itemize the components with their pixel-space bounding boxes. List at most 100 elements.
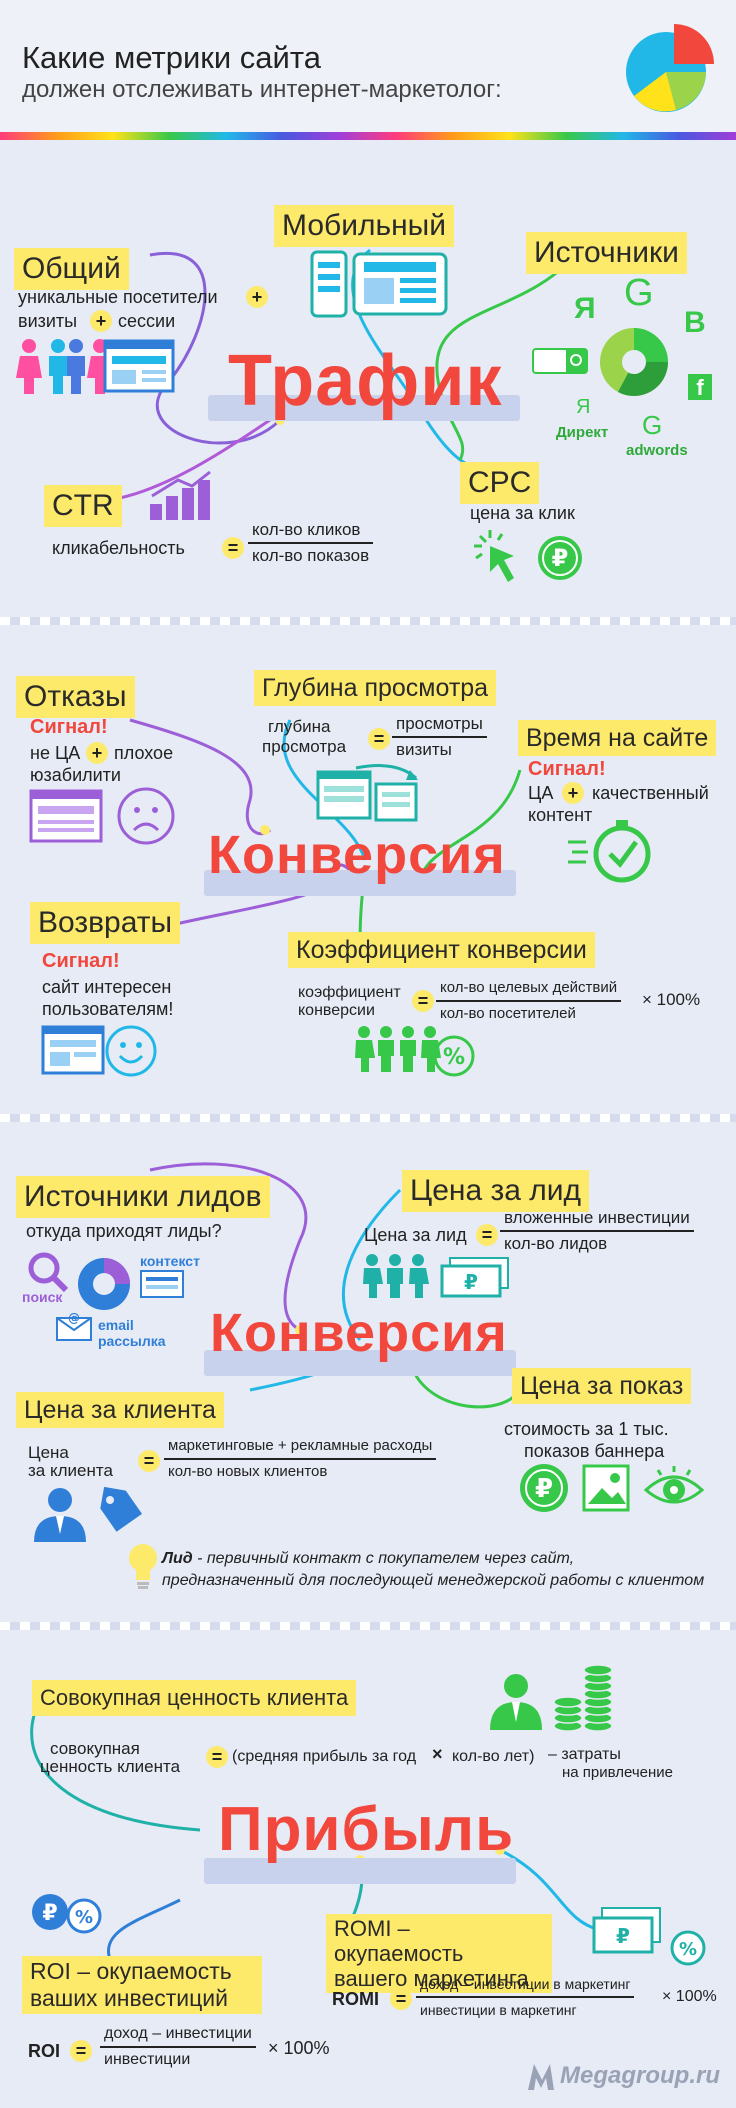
general-line2b: сессии (118, 311, 176, 331)
people-icon (363, 1254, 429, 1298)
equals-icon: = (476, 1224, 498, 1246)
header (0, 0, 736, 132)
section-divider (0, 1622, 736, 1630)
roi-label-line1: ROI – окупаемость (30, 1958, 232, 1984)
ruble-coin-icon: ₽ (520, 1464, 568, 1512)
equals-icon: = (70, 2040, 92, 2062)
cpa-numerator: маркетинговые + рекламные расходы (164, 1434, 437, 1460)
ltv-left1: совокупная (50, 1739, 140, 1758)
page-subtitle: должен отслеживать интернет-маркетолог: (22, 76, 502, 103)
banknote-icon: ₽ (592, 1907, 661, 1954)
yandex-icon: Я (574, 292, 596, 325)
returns-line1: сайт интересен (42, 977, 172, 997)
lead-sources-text: откуда приходят лиды? (26, 1221, 222, 1241)
cpm-line1: стоимость за 1 тыс. (504, 1419, 669, 1439)
google-adwords-icon: G (642, 410, 663, 440)
equals-icon: = (390, 1988, 412, 2010)
multiply-sign: × (432, 1744, 443, 1764)
romi-label-line2: вашего маркетинга (334, 1966, 529, 1991)
depth-left1: глубина (268, 717, 331, 736)
bounces-label: Отказы (16, 676, 135, 718)
romi-fraction: доход – инвестиции в маркетинг инвестици… (416, 1972, 635, 2022)
ltv-minus2: на привлечение (562, 1764, 674, 1781)
percent-icon: % (670, 1930, 706, 1966)
cpa-denominator: кол-во новых клиентов (168, 1463, 328, 1480)
equals-icon: = (206, 1746, 228, 1768)
ruble-coin-icon: ₽ (538, 536, 582, 580)
svg-text:%: % (443, 1045, 465, 1070)
ctr-text: кликабельность (52, 538, 185, 558)
bing-icon: B (684, 306, 706, 339)
cpm-line2: показов баннера (524, 1441, 665, 1461)
conversion2-platform (204, 1350, 516, 1376)
svg-text:@: @ (68, 1311, 80, 1325)
cpl-denominator: кол-во лидов (504, 1234, 608, 1253)
lead-definition-line1: Лид - первичный контакт с покупателем че… (162, 1548, 574, 1570)
rate-left1: коэффициент (298, 984, 401, 1001)
cpa-fraction: маркетинговые + рекламные расходы кол-во… (164, 1434, 437, 1484)
conversion-rate-label: Коэффициент конверсии (288, 932, 595, 968)
sad-face-icon (117, 787, 175, 845)
svg-text:%: % (679, 1939, 697, 1960)
cpl-left: Цена за лид (364, 1225, 467, 1245)
returns-line2: пользователям! (42, 999, 174, 1019)
lead-definition-text: - первичный контакт с покупателем через … (192, 1550, 575, 1567)
traffic-title: Трафик (228, 341, 503, 421)
rate-left2: конверсии (298, 1002, 375, 1019)
eye-icon (643, 1466, 705, 1504)
lead-sources-label: Источники лидов (16, 1176, 270, 1218)
romi-numerator: доход – инвестиции в маркетинг (416, 1972, 635, 1998)
cpc-label: CPC (460, 462, 540, 504)
returns-signal: Сигнал! (42, 950, 120, 972)
general-label: Общий (14, 248, 129, 290)
ctr-fraction: кол-во кликов кол-во показов (248, 518, 374, 568)
ctr-denominator: кол-во показов (252, 546, 370, 565)
time-line1a: ЦА (528, 783, 554, 803)
romi-left: ROMI (332, 1989, 379, 2009)
people-icon (355, 1026, 441, 1072)
cpc-text: цена за клик (470, 503, 575, 523)
stopwatch-icon (568, 820, 651, 883)
mobile-label: Мобильный (274, 205, 454, 247)
roi-numerator-b: инвестиции (165, 2025, 252, 2042)
time-line1b: качественный (592, 783, 709, 803)
general-line2a: визиты (18, 311, 78, 331)
returns-label: Возвраты (30, 902, 181, 944)
equals-icon: = (138, 1450, 160, 1472)
profit-platform (204, 1858, 516, 1884)
ltv-label: Совокупная ценность клиента (32, 1680, 357, 1716)
cpa-left2: за клиента (28, 1461, 113, 1480)
svg-text:%: % (75, 1907, 93, 1928)
equals-icon: = (412, 990, 434, 1012)
depth-fraction: просмотры визиты (392, 712, 487, 762)
roi-label: ROI – окупаемость ваших инвестиций (22, 1956, 262, 2014)
bounces-line2: юзабилити (30, 765, 121, 785)
cpa-numerator-a: маркетинговые (168, 1437, 274, 1454)
plus-icon: + (562, 782, 584, 804)
ltv-minus: – затраты (548, 1746, 621, 1763)
time-line2: контент (528, 805, 593, 825)
romi-label-line1: ROMI – окупаемость (334, 1916, 464, 1966)
cpa-label: Цена за клиента (16, 1392, 224, 1428)
direct-label: Директ (556, 424, 609, 441)
section-divider (0, 1114, 736, 1122)
donut-chart-icon (78, 1258, 130, 1310)
donut-chart-icon (600, 328, 668, 396)
search-bar-icon (532, 348, 588, 374)
cpl-numerator: вложенные инвестиции (500, 1206, 694, 1232)
lead-definition-line2: предназначенный для последующей менеджер… (162, 1572, 705, 1589)
romi-label: ROMI – окупаемость вашего маркетинга (326, 1914, 552, 1993)
banknote-icon: ₽ (440, 1257, 509, 1298)
conversion1-platform (204, 870, 516, 896)
ad-banner-icon (140, 1270, 184, 1298)
section-divider (0, 617, 736, 625)
romi-denominator: инвестиции в маркетинг (420, 2002, 577, 2018)
context-label: контекст (140, 1253, 200, 1269)
cursor-click-icon (474, 530, 514, 582)
conversion1-title: Конверсия (208, 825, 506, 885)
rate-denominator: кол-во посетителей (440, 1005, 576, 1022)
svg-text:₽: ₽ (616, 1924, 630, 1948)
facebook-icon: f (688, 374, 712, 400)
pie-chart-icon (626, 24, 714, 112)
